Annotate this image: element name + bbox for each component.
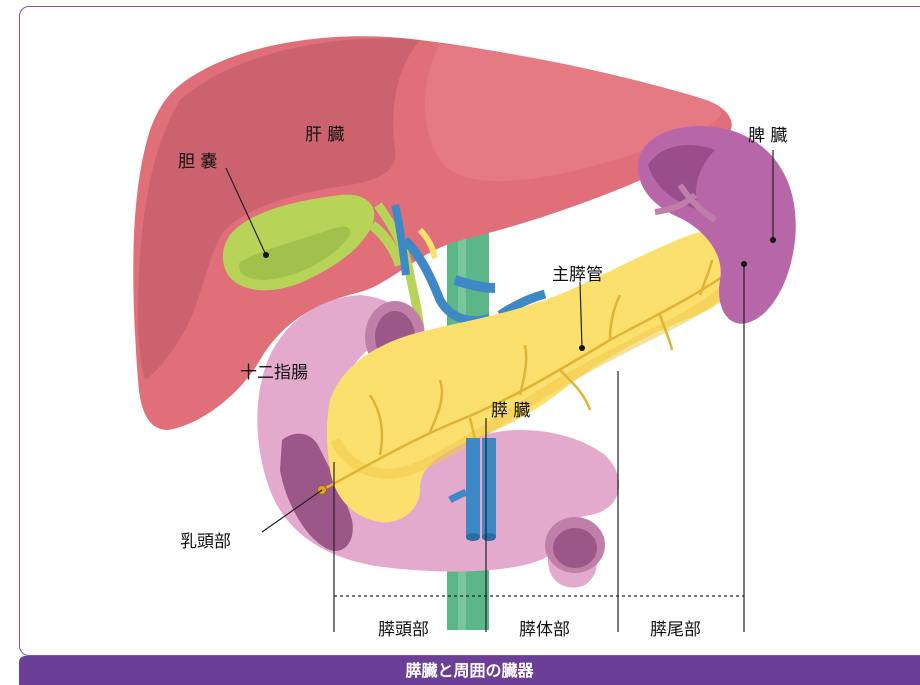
- caption-bar: 膵臓と周囲の臓器: [19, 656, 920, 685]
- label-papilla: 乳頭部: [180, 527, 231, 552]
- caption-text: 膵臓と周囲の臓器: [19, 656, 920, 685]
- label-main-pancreatic-duct: 主膵管: [552, 260, 603, 285]
- label-liver: 肝 臓: [305, 120, 344, 145]
- label-duodenum: 十二指腸: [240, 358, 308, 383]
- label-pancreas: 膵 臓: [491, 396, 530, 421]
- label-pancreas-body: 膵体部: [519, 615, 570, 640]
- pancreas-anatomy-diagram: [0, 0, 920, 656]
- label-gallbladder: 胆 嚢: [178, 147, 217, 172]
- label-pancreas-head: 膵頭部: [378, 615, 429, 640]
- label-pancreas-tail: 膵尾部: [650, 615, 701, 640]
- label-spleen: 脾 臓: [748, 121, 787, 146]
